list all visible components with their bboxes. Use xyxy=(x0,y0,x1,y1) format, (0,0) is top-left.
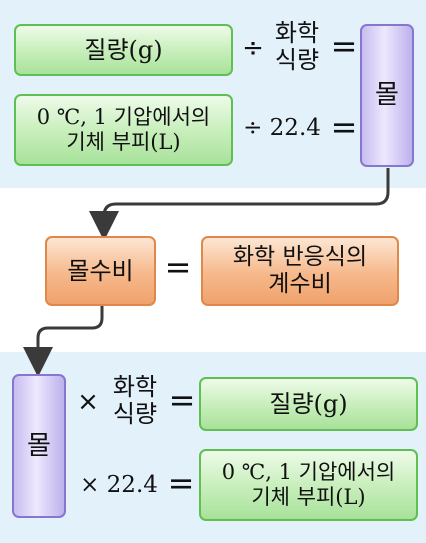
equals-sign-1: = xyxy=(330,27,358,65)
gas-volume-line1-bottom: 0 ℃, 1 기압에서의 xyxy=(221,460,396,485)
mole-box-bottom: 몰 xyxy=(12,374,66,518)
equals-sign-4: = xyxy=(167,464,195,502)
gas-volume-line2: 기체 부피(L) xyxy=(66,130,181,154)
equals-sign-3: = xyxy=(168,381,196,419)
gas-volume-box-bottom: 0 ℃, 1 기압에서의 기체 부피(L) xyxy=(199,449,418,521)
gas-volume-line1: 0 ℃, 1 기압에서의 xyxy=(36,105,211,130)
divide-22-4: ÷ 22.4 xyxy=(243,115,321,141)
multiply-22-4: × 22.4 xyxy=(80,472,158,498)
mole-box-top: 몰 xyxy=(360,24,414,167)
mole-ratio-box: 몰수비 xyxy=(45,236,156,306)
divide-sign-1: ÷ xyxy=(242,33,264,63)
formula-weight-term-bottom: 화학 식량 xyxy=(112,373,158,428)
arrow-to-mole-ratio xyxy=(89,168,390,241)
equals-sign-2: = xyxy=(330,108,358,146)
arrow-to-bottom-mole xyxy=(23,306,104,377)
multiply-sign-1: × xyxy=(77,387,99,417)
mass-box-bottom: 질량(g) xyxy=(199,377,418,431)
coefficient-ratio-label: 화학 반응식의 계수비 xyxy=(232,243,368,297)
equals-sign-middle: = xyxy=(164,248,192,286)
gas-volume-box-top: 0 ℃, 1 기압에서의 기체 부피(L) xyxy=(14,94,233,166)
mole-label-bottom: 몰 xyxy=(27,430,51,461)
mass-box-top: 질량(g) xyxy=(14,24,233,76)
coefficient-ratio-box: 화학 반응식의 계수비 xyxy=(201,236,399,306)
mass-label-bottom: 질량(g) xyxy=(269,389,348,418)
mole-label-top: 몰 xyxy=(375,80,399,111)
mass-label: 질량(g) xyxy=(84,35,163,64)
mole-ratio-label: 몰수비 xyxy=(67,256,134,285)
formula-weight-term-top: 화학 식량 xyxy=(274,19,320,74)
gas-volume-line2-bottom: 기체 부피(L) xyxy=(251,485,366,509)
